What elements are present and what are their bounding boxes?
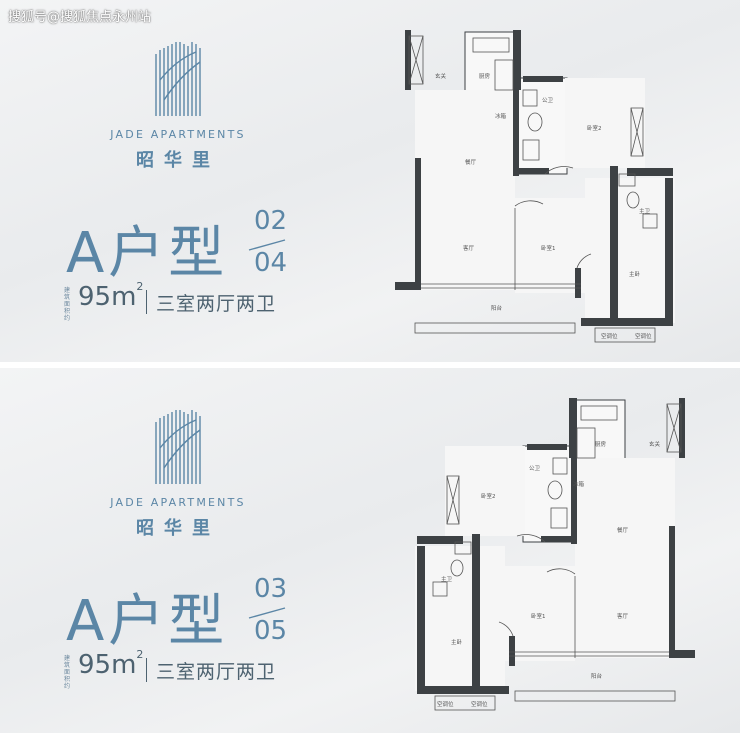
brand-logo-icon	[155, 410, 201, 484]
brand-name-cn: 昭华里	[136, 150, 220, 171]
brand-name-en: JADE APARTMENTS	[110, 496, 246, 509]
room-label-bedroom2: 卧室2	[587, 124, 602, 132]
room-label-balcony: 阳台	[591, 672, 603, 680]
area-divider	[146, 658, 147, 682]
area-value: 95m2	[78, 648, 144, 680]
room-label-bedroom2: 卧室2	[481, 492, 496, 500]
room-label-living: 客厅	[463, 244, 475, 252]
watermark: 搜狐号@搜狐焦点永州站	[8, 10, 152, 25]
room-label-ac2: 空调位	[471, 700, 488, 708]
unit-number-bottom: 05	[254, 616, 288, 646]
room-label-bedroom1: 卧室1	[541, 244, 556, 252]
floor-plan: 玄关 厨房 冰箱 公卫 卧室2 餐厅 客厅 卧室1 主卫 主卧 阳台 空调位 空…	[415, 398, 695, 711]
room-label-master-bath: 主卫	[441, 575, 453, 583]
room-label-fridge: 冰箱	[495, 112, 507, 120]
area-superscript: 2	[136, 648, 144, 661]
unit-number-top: 03	[254, 574, 288, 604]
room-label-master-bedroom: 主卧	[629, 270, 641, 278]
room-label-master-bath: 主卫	[639, 207, 651, 215]
area-value: 95m2	[78, 280, 144, 312]
room-label-entrance: 玄关	[649, 440, 661, 448]
room-label-public-bath: 公卫	[529, 465, 541, 472]
layout-description: 三室两厅两卫	[156, 293, 277, 315]
panel-gap	[0, 362, 740, 368]
room-label-entrance: 玄关	[435, 72, 447, 80]
area-number: 95m	[78, 282, 137, 312]
room-label-dining: 餐厅	[617, 526, 629, 534]
floorplan-panel-1: JADE APARTMENTS 昭华里 A户型 02 04 建筑面积约 95m2…	[0, 0, 740, 362]
area-label: 建筑面积约	[64, 287, 71, 322]
room-label-bedroom1: 卧室1	[531, 612, 546, 620]
unit-number-top: 02	[254, 206, 288, 236]
room-label-ac2: 空调位	[635, 332, 652, 340]
floor-plan: 玄关 厨房 冰箱 公卫 卧室2 餐厅 客厅 卧室1 主卫 主卧 阳台 空调位 空…	[395, 30, 675, 343]
room-label-living: 客厅	[617, 612, 629, 620]
room-label-public-bath: 公卫	[542, 97, 554, 104]
unit-number-divider	[248, 239, 286, 251]
room-label-kitchen: 厨房	[479, 72, 491, 80]
room-label-balcony: 阳台	[491, 304, 503, 312]
area-divider	[146, 290, 147, 314]
room-label-ac1: 空调位	[437, 700, 454, 708]
layout-description: 三室两厅两卫	[156, 661, 277, 683]
room-label-fridge: 冰箱	[573, 480, 585, 488]
area-number: 95m	[78, 650, 137, 680]
brand-logo-icon	[155, 42, 201, 116]
room-label-ac1: 空调位	[601, 332, 618, 340]
unit-type-title: A户型	[66, 589, 229, 654]
unit-number-bottom: 04	[254, 248, 288, 278]
area-superscript: 2	[136, 280, 144, 293]
floorplan-panel-2: JADE APARTMENTS 昭华里 A户型 03 05 建筑面积约 95m2…	[0, 368, 740, 733]
room-label-master-bedroom: 主卧	[451, 638, 463, 646]
brand-name-en: JADE APARTMENTS	[110, 128, 246, 141]
unit-number-divider	[248, 607, 286, 619]
area-label: 建筑面积约	[64, 655, 71, 690]
brand-name-cn: 昭华里	[136, 518, 220, 539]
unit-type-title: A户型	[66, 221, 229, 286]
room-label-dining: 餐厅	[465, 158, 477, 166]
room-label-kitchen: 厨房	[595, 440, 607, 448]
